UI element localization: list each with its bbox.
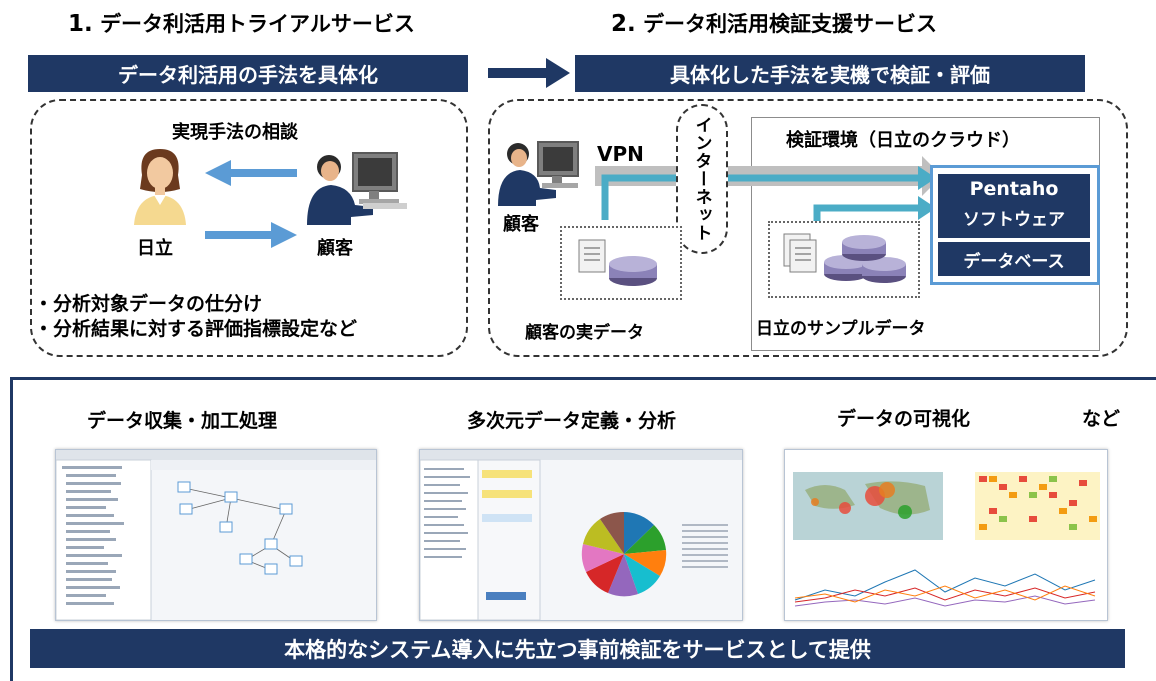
step2-title-text: データ利活用検証支援サービス	[643, 12, 938, 36]
step1-banner: データ利活用の手法を具体化	[28, 55, 468, 92]
pentaho-box: Pentaho ソフトウェア	[938, 174, 1090, 238]
bottom-banner: 本格的なシステム導入に先立つ事前検証をサービスとして提供	[30, 629, 1125, 668]
internet-label: インターネット	[691, 116, 712, 242]
software-label: ソフトウェア	[963, 210, 1065, 230]
hitachi-data-label: 日立のサンプルデータ	[756, 319, 926, 339]
hitachi-data-icon	[783, 233, 906, 283]
step1-number: 1.	[68, 11, 93, 37]
etl-screenshot-graphic	[56, 450, 376, 620]
customer2-label: 顧客	[503, 214, 539, 235]
database-box: データベース	[938, 242, 1090, 276]
step2-banner: 具体化した手法を実機で検証・評価	[575, 55, 1085, 92]
features-frame	[10, 377, 1156, 681]
dashboard-screenshot-graphic	[785, 450, 1107, 620]
right-arrow-icon	[488, 58, 570, 88]
feature-2-label: 多次元データ定義・分析	[467, 410, 677, 432]
internet-cloud: インターネット	[676, 104, 728, 254]
hitachi-staff-icon	[134, 149, 186, 225]
dashboard-screenshot	[784, 449, 1108, 621]
customer-computer-icon	[307, 152, 407, 225]
vpn-label: VPN	[597, 142, 644, 166]
step1-title-text: データ利活用トライアルサービス	[100, 12, 415, 36]
olap-screenshot-graphic	[420, 450, 742, 620]
hitachi-label: 日立	[137, 238, 173, 259]
pentaho-label: Pentaho	[969, 178, 1059, 200]
verify-env-title: 検証環境（日立のクラウド）	[786, 130, 1020, 151]
arrow-left-icon	[205, 160, 297, 186]
step1-title: 1. データ利活用トライアルサービス	[68, 8, 415, 38]
customer2-computer-icon	[498, 141, 579, 206]
step2-verify-box	[488, 99, 1128, 357]
feature-etc-label: など	[1082, 408, 1121, 430]
bullet-1: ・分析対象データの仕分け	[34, 293, 263, 315]
customer-label: 顧客	[317, 238, 353, 259]
customer-data-label: 顧客の実データ	[525, 323, 644, 343]
feature-1-label: データ収集・加工処理	[87, 410, 278, 432]
customer-data-icon	[578, 239, 657, 286]
step2-title: 2. データ利活用検証支援サービス	[611, 8, 937, 38]
bullet-2: ・分析結果に対する評価指標設定など	[34, 318, 358, 340]
step1-consult-box	[30, 99, 468, 357]
etl-screenshot	[55, 449, 377, 621]
arrow-right-icon	[205, 222, 297, 248]
consult-title: 実現手法の相談	[172, 122, 298, 143]
olap-screenshot	[419, 449, 743, 621]
feature-3-label: データの可視化	[837, 408, 971, 430]
step2-number: 2.	[611, 11, 636, 37]
